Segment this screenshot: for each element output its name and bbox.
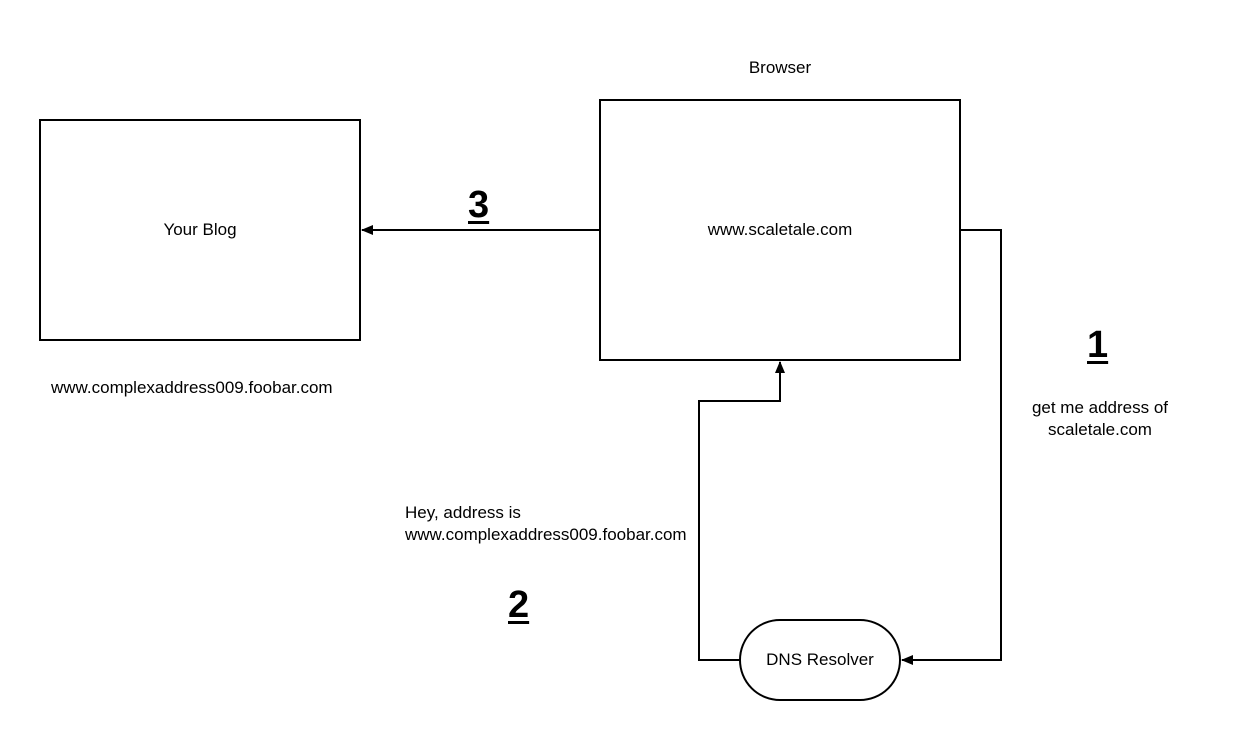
browser-title: Browser — [748, 58, 812, 77]
dns-resolver-node[interactable]: DNS Resolver — [739, 619, 901, 701]
browser-node[interactable]: www.scaletale.com — [599, 99, 961, 361]
dns-resolver-label: DNS Resolver — [766, 650, 874, 669]
step-2-number: 2 — [508, 584, 530, 626]
step-2-line-1: Hey, address is — [405, 503, 521, 522]
step-1-line-2: scaletale.com — [1048, 420, 1152, 439]
blog-node[interactable]: Your Blog — [39, 119, 361, 341]
blog-node-label: Your Blog — [163, 220, 237, 239]
step-1-text: get me address of scaletale.com — [1010, 397, 1190, 441]
step-1-number: 1 — [1087, 324, 1109, 366]
step-2-text: Hey, address is www.complexaddress009.fo… — [405, 502, 687, 546]
step-2-line-2: www.complexaddress009.foobar.com — [405, 525, 687, 544]
step-3-number: 3 — [468, 184, 490, 226]
browser-node-label: www.scaletale.com — [707, 220, 853, 239]
step-1-line-1: get me address of — [1031, 398, 1169, 417]
blog-address-caption: www.complexaddress009.foobar.com — [51, 378, 333, 397]
arrow-resolver-to-browser — [698, 361, 785, 661]
arrow-browser-to-resolver — [901, 229, 1002, 665]
